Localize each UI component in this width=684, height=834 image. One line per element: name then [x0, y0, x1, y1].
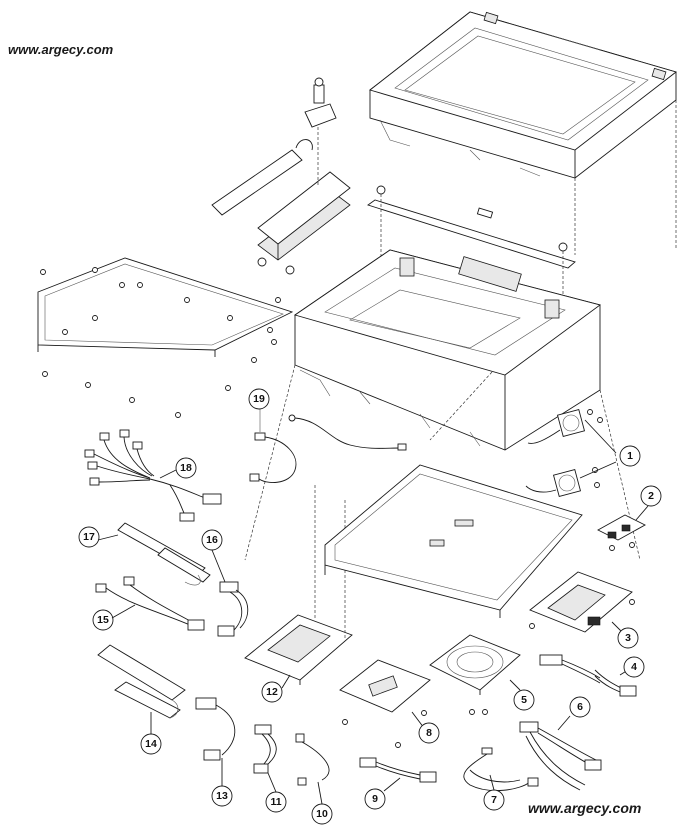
callout-label: 15 — [97, 614, 109, 626]
guide-line — [244, 364, 296, 561]
leader-line — [635, 505, 649, 521]
ribbon-cable-14 — [97, 644, 186, 719]
callout-17: 17 — [78, 526, 100, 548]
callout-label: 9 — [372, 793, 378, 805]
callout-label: 1 — [627, 450, 633, 462]
cable-13 — [195, 697, 236, 761]
main-chassis — [324, 464, 583, 618]
callout-label: 3 — [625, 632, 631, 644]
screw-set — [40, 267, 281, 418]
callout-label: 11 — [270, 796, 281, 808]
leader-line — [611, 621, 623, 633]
controller-board-3 — [529, 571, 635, 633]
callout-18: 18 — [175, 457, 197, 479]
callout-label: 16 — [206, 534, 218, 546]
cable-16 — [217, 581, 249, 637]
callout-10: 10 — [311, 803, 333, 825]
cable-15 — [95, 576, 205, 631]
cable-11 — [253, 724, 277, 774]
ribbon-cable-4 — [539, 654, 637, 697]
board-8 — [339, 659, 431, 748]
scanner-base-frame — [293, 249, 602, 451]
cable-harness-18 — [84, 429, 222, 522]
callout-5: 5 — [513, 689, 535, 711]
ribbon-cable-17 — [117, 522, 211, 586]
sensor-cable — [288, 414, 407, 451]
callout-label: 4 — [631, 661, 637, 673]
ribbon-cable-6 — [519, 721, 602, 791]
callout-19: 19 — [248, 388, 270, 410]
leader-line — [509, 679, 521, 691]
callout-set: 1 2 3 4 5 6 7 8 9 10 11 12 13 14 15 16 1… — [78, 388, 662, 825]
watermark-bottom: www.argecy.com — [528, 800, 642, 816]
callout-7: 7 — [483, 789, 505, 811]
callout-8: 8 — [418, 722, 440, 744]
callout-label: 19 — [253, 393, 265, 405]
callout-label: 10 — [316, 808, 328, 820]
guide-line — [429, 371, 493, 441]
leader-line — [584, 419, 617, 454]
callout-label: 17 — [83, 531, 95, 543]
callout-14: 14 — [140, 733, 162, 755]
callout-2: 2 — [640, 485, 662, 507]
callout-13: 13 — [211, 785, 233, 807]
logic-board-12 — [244, 485, 353, 685]
callout-label: 8 — [426, 727, 432, 739]
callout-15: 15 — [92, 609, 114, 631]
callout-4: 4 — [623, 656, 645, 678]
scanner-top-cover — [369, 11, 677, 179]
callout-16: 16 — [201, 529, 223, 551]
callout-label: 7 — [491, 794, 497, 806]
callout-label: 14 — [145, 738, 157, 750]
callout-label: 5 — [521, 694, 527, 706]
cable-19 — [249, 408, 297, 483]
leader-lines — [97, 469, 495, 805]
leader-line — [557, 715, 571, 731]
watermark-top: www.argecy.com — [8, 42, 114, 57]
callout-9: 9 — [364, 788, 386, 810]
callout-label: 6 — [577, 701, 583, 713]
power-cable-7 — [463, 747, 539, 791]
callout-12: 12 — [261, 681, 283, 703]
scanner-head-assembly — [211, 77, 351, 275]
bracket-2 — [597, 514, 646, 551]
callout-label: 2 — [648, 490, 654, 502]
cable-9 — [359, 757, 437, 783]
callout-label: 13 — [216, 790, 228, 802]
callout-1: 1 — [619, 445, 641, 467]
leader-line — [579, 461, 617, 479]
fan-assembly-1 — [525, 408, 603, 498]
callout-3: 3 — [617, 627, 639, 649]
callout-6: 6 — [569, 696, 591, 718]
callout-label: 12 — [266, 686, 278, 698]
leader-line — [383, 777, 401, 792]
drive-tray-5 — [429, 634, 521, 715]
callout-11: 11 — [265, 791, 287, 813]
bottom-cover-plate — [37, 257, 294, 357]
cable-10 — [295, 733, 330, 786]
glass-support-rail — [367, 185, 576, 300]
callout-label: 18 — [180, 462, 192, 474]
